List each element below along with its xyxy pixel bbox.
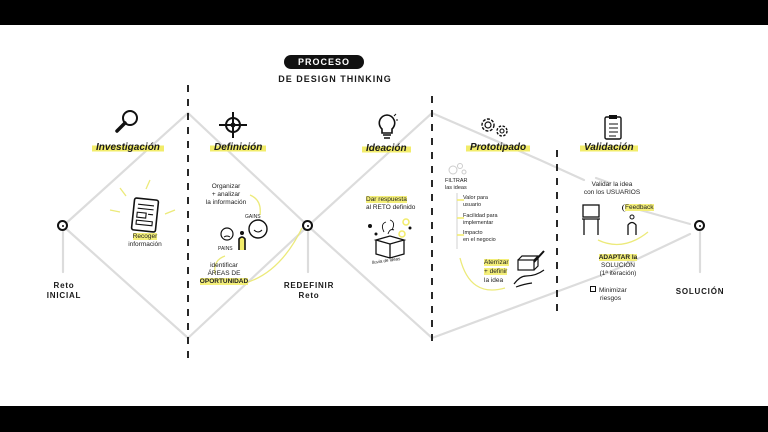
note-identificar: identificar ÁREAS DE OPORTUNIDAD bbox=[199, 262, 249, 285]
idea-box-icon bbox=[368, 218, 412, 259]
milestone-reto-inicial: Reto INICIAL bbox=[46, 281, 82, 300]
note-adaptar: ADAPTAR la SOLUCIÓN (1ª iteración) bbox=[598, 254, 638, 277]
note-aterrizar: Aterrizar + definir la idea bbox=[484, 259, 509, 284]
criterion-valor: Valor para usuario bbox=[463, 195, 488, 208]
phase-label-validacion: Validación bbox=[580, 142, 638, 153]
pains-gains-person-icon bbox=[220, 219, 268, 250]
redefine-node bbox=[302, 220, 313, 231]
phase-label-ideacion: Ideación bbox=[362, 143, 411, 154]
phase-label-investigacion: Investigación bbox=[92, 142, 164, 153]
start-node bbox=[57, 220, 68, 231]
milestone-redefinir-reto: REDEFINIR Reto bbox=[283, 281, 335, 300]
note-validar: Validar la idea con los USUARIOS bbox=[583, 181, 641, 196]
checkbox-icon bbox=[590, 286, 596, 292]
subtitle: DE DESIGN THINKING bbox=[278, 74, 392, 84]
clipboard-checklist-icon bbox=[604, 115, 622, 140]
milestone-solucion: SOLUCIÓN bbox=[675, 287, 725, 296]
letterbox-bottom bbox=[0, 406, 768, 432]
criterion-facilidad: Facilidad para implementar bbox=[463, 213, 498, 226]
note-filtrar: FILTRAR las ideas bbox=[445, 178, 468, 191]
hand-with-prototype-icon bbox=[513, 250, 545, 288]
diagram-canvas bbox=[0, 25, 768, 406]
note-organizar: Organizar + analizar la información bbox=[205, 183, 247, 206]
phase-label-definicion: Definición bbox=[210, 142, 267, 153]
tag-gains: GAINS bbox=[245, 214, 261, 220]
letterbox-top bbox=[0, 0, 768, 25]
note-dar-respuesta: Dar respuesta al RETO definido bbox=[366, 196, 416, 211]
phase-label-prototipado: Prototipado bbox=[466, 142, 531, 153]
criterion-impacto: Impacto en el negocio bbox=[463, 230, 496, 243]
feedback-bubble: Feedback bbox=[622, 204, 654, 212]
note-recoger: Recoger información bbox=[128, 233, 162, 248]
funnel-bubbles-icon bbox=[448, 163, 467, 175]
lightbulb-icon bbox=[378, 113, 398, 139]
tag-pains: PAINS bbox=[218, 246, 233, 252]
criteria-bracket bbox=[456, 193, 464, 249]
magnifying-glass-icon bbox=[115, 110, 138, 133]
crosshair-target-icon bbox=[219, 112, 247, 138]
gears-icon bbox=[481, 118, 508, 137]
user-testing-chair-icon bbox=[582, 204, 600, 235]
document-icon bbox=[130, 197, 160, 233]
solution-node bbox=[694, 220, 705, 231]
title-pill: PROCESO bbox=[284, 55, 364, 69]
person-icon bbox=[627, 214, 637, 235]
note-minimizar: Minimizar riesgos bbox=[590, 286, 627, 303]
